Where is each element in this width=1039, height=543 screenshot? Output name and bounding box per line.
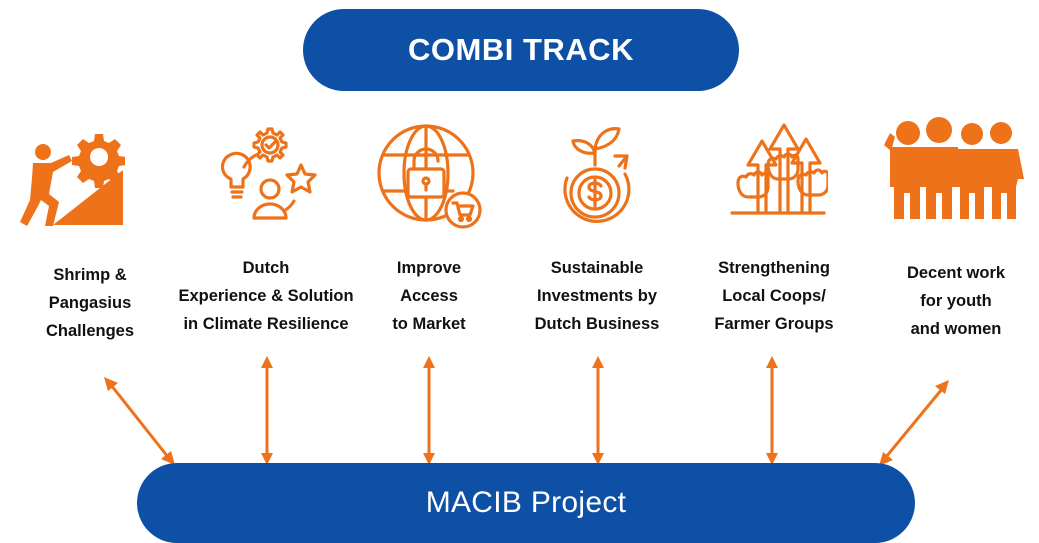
globe-lock-cart-icon <box>377 124 482 229</box>
idea-person-icon <box>220 127 317 220</box>
arrow-6 <box>884 388 944 458</box>
macib-project-footer: MACIB Project <box>137 463 915 543</box>
raised-fists-arrows-icon <box>730 123 828 215</box>
combi-track-header: COMBI TRACK <box>303 9 739 91</box>
climber-gear-icon <box>20 134 125 226</box>
dollar-sprout-icon <box>563 127 631 223</box>
arrow-1 <box>109 384 170 458</box>
group-people-icon <box>884 117 1024 219</box>
